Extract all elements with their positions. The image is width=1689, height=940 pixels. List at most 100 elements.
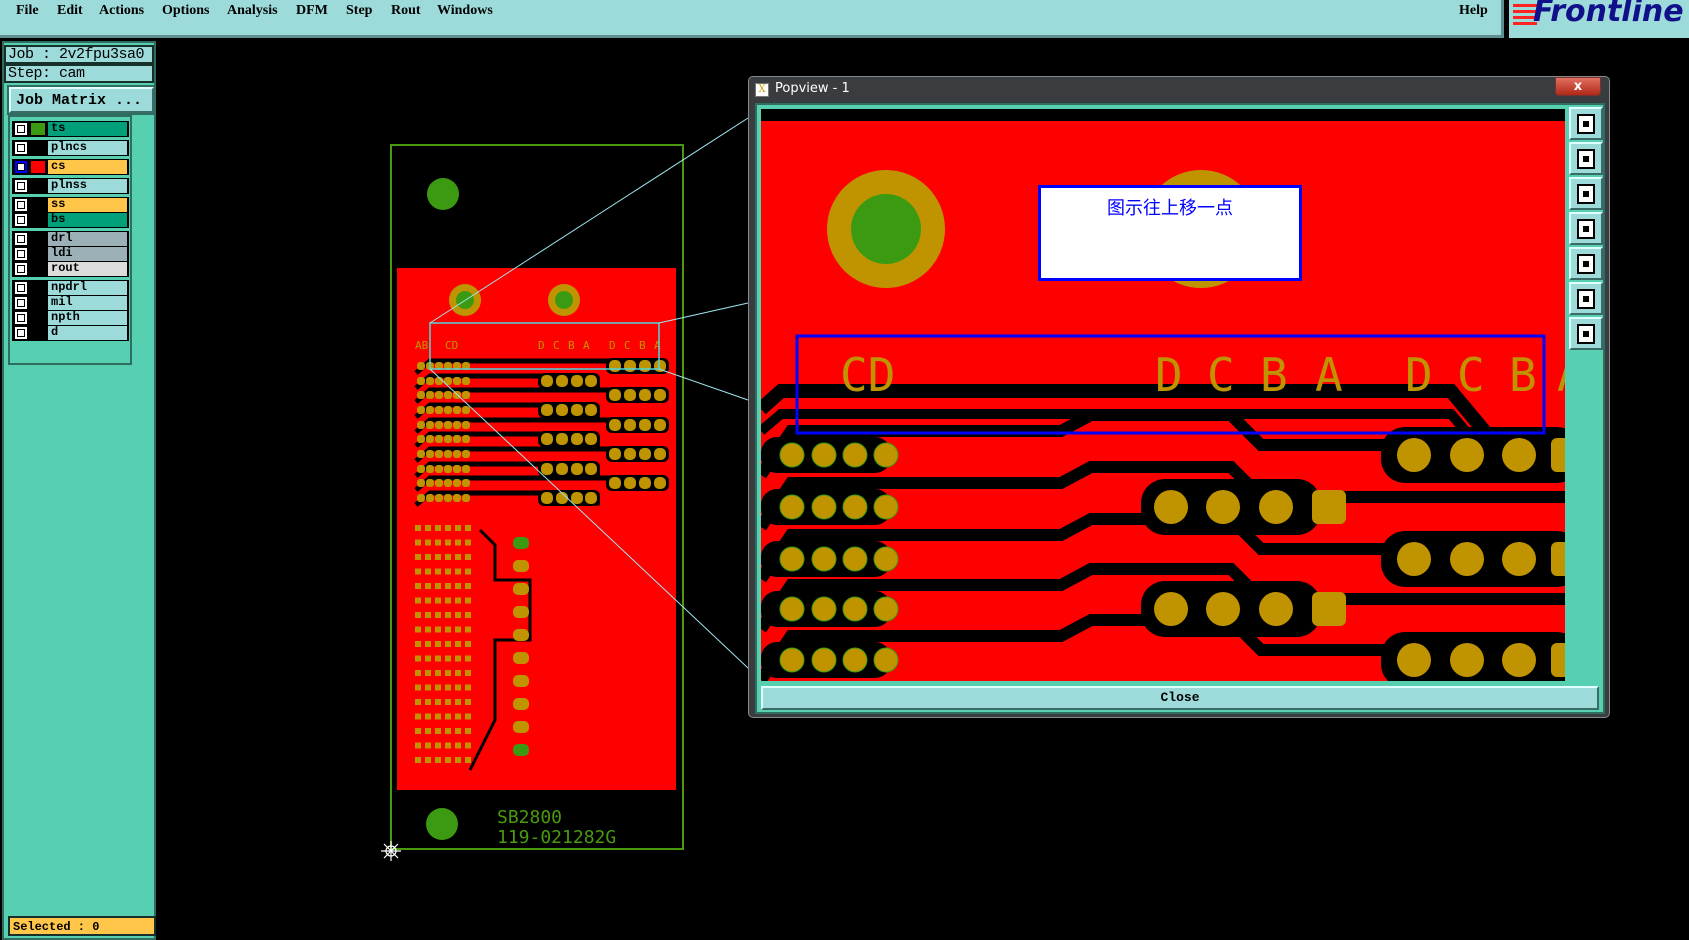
menu-windows[interactable]: Windows xyxy=(437,3,493,18)
pan-left-button[interactable] xyxy=(1569,212,1603,245)
layer-checkbox[interactable] xyxy=(15,161,27,173)
zoom-out-icon xyxy=(1577,288,1595,309)
frontline-logo: Frontline xyxy=(1509,0,1689,38)
zoom-label: CD xyxy=(840,348,895,402)
close-button[interactable]: Close xyxy=(761,686,1599,710)
layer-row-ss[interactable]: ss xyxy=(12,197,129,213)
zoom-out-button[interactable] xyxy=(1569,282,1603,315)
layer-checkbox[interactable] xyxy=(15,312,27,324)
board-label: A xyxy=(583,339,590,352)
layer-row-ldi[interactable]: ldi xyxy=(12,246,129,262)
part-code: 119-021282G xyxy=(497,827,616,848)
menu-options[interactable]: Options xyxy=(162,3,210,18)
layer-row-rout[interactable]: rout xyxy=(12,261,129,277)
fiducial-top xyxy=(427,178,459,210)
pan-right-button[interactable] xyxy=(1569,247,1603,280)
layer-color-swatch xyxy=(31,161,45,173)
menu-help[interactable]: Help xyxy=(1459,3,1488,18)
zoom-fit-button[interactable] xyxy=(1569,317,1603,350)
menu-bar: File Edit Actions Options Analysis DFM S… xyxy=(0,0,1504,38)
layer-name[interactable]: bs xyxy=(48,213,127,227)
pan-right-icon xyxy=(1577,253,1595,274)
layer-row-mil[interactable]: mil xyxy=(12,295,129,311)
board-label: A xyxy=(654,339,661,352)
pan-down-icon xyxy=(1577,183,1595,204)
pan-up-button[interactable] xyxy=(1569,142,1603,175)
logo-text: Frontline xyxy=(1533,0,1684,29)
popview-toolbar xyxy=(1569,107,1603,352)
layer-color-swatch xyxy=(31,282,45,294)
layer-name[interactable]: plncs xyxy=(48,141,127,155)
menu-step[interactable]: Step xyxy=(346,3,373,18)
layer-checkbox[interactable] xyxy=(15,214,27,226)
layer-row-plnss[interactable]: plnss xyxy=(12,178,129,194)
board-label: B xyxy=(639,339,646,352)
layer-row-ts[interactable]: ts xyxy=(12,121,129,137)
layer-color-swatch xyxy=(31,263,45,275)
zoomed-pads xyxy=(779,438,1565,677)
layer-checkbox[interactable] xyxy=(15,263,27,275)
origin-crosshair-icon xyxy=(381,841,401,861)
board-label: D xyxy=(538,339,545,352)
layer-checkbox[interactable] xyxy=(15,282,27,294)
layer-color-swatch xyxy=(31,248,45,260)
pan-down-button[interactable] xyxy=(1569,177,1603,210)
layer-name[interactable]: drl xyxy=(48,232,127,246)
layer-row-cs[interactable]: cs xyxy=(12,159,129,175)
part-number: SB2800 xyxy=(497,807,562,828)
layer-row-drl[interactable]: drl xyxy=(12,231,129,247)
menu-edit[interactable]: Edit xyxy=(57,3,83,18)
zoom-window-button[interactable] xyxy=(1569,107,1603,140)
layer-name[interactable]: cs xyxy=(48,160,127,174)
layer-checkbox[interactable] xyxy=(15,180,27,192)
layer-name[interactable]: npth xyxy=(48,311,127,325)
zoom-label: D xyxy=(1405,348,1433,402)
layer-name[interactable]: npdrl xyxy=(48,281,127,295)
job-name: Job : 2v2fpu3sa0 xyxy=(4,45,154,64)
layer-name[interactable]: rout xyxy=(48,262,127,276)
layer-color-swatch xyxy=(31,214,45,226)
menu-dfm[interactable]: DFM xyxy=(296,3,328,18)
menu-analysis[interactable]: Analysis xyxy=(227,3,278,18)
menu-actions[interactable]: Actions xyxy=(99,3,145,18)
layer-color-swatch xyxy=(31,233,45,245)
board-outline xyxy=(390,144,684,850)
selected-count: Selected : 0 xyxy=(8,916,156,936)
layer-row-npdrl[interactable]: npdrl xyxy=(12,280,129,296)
fiducial-bottom xyxy=(426,808,458,840)
board-label: AB xyxy=(415,339,429,352)
board-label: C xyxy=(553,339,560,352)
menu-rout[interactable]: Rout xyxy=(391,3,421,18)
layer-row-plncs[interactable]: plncs xyxy=(12,140,129,156)
layer-color-swatch xyxy=(31,199,45,211)
layer-name[interactable]: ss xyxy=(48,198,127,212)
layer-color-swatch xyxy=(31,312,45,324)
layer-name[interactable]: d xyxy=(48,326,127,340)
layer-color-swatch xyxy=(31,327,45,339)
layer-name[interactable]: mil xyxy=(48,296,127,310)
step-name: Step: cam xyxy=(4,64,154,83)
popview-body: CD D C B A D C B A 图示往上移一点 Close xyxy=(755,103,1605,714)
layer-checkbox[interactable] xyxy=(15,199,27,211)
layer-row-npth[interactable]: npth xyxy=(12,310,129,326)
layer-name[interactable]: ts xyxy=(48,122,127,136)
layer-checkbox[interactable] xyxy=(15,297,27,309)
menu-file[interactable]: File xyxy=(16,3,39,18)
layer-name[interactable]: plnss xyxy=(48,179,127,193)
zoom-label: C xyxy=(1457,348,1485,402)
annotation-note: 图示往上移一点 xyxy=(1038,185,1302,281)
zoomed-view[interactable]: CD D C B A D C B A 图示往上移一点 xyxy=(761,109,1565,681)
layer-checkbox[interactable] xyxy=(15,123,27,135)
window-close-button[interactable]: x xyxy=(1555,77,1601,96)
layer-name[interactable]: ldi xyxy=(48,247,127,261)
layer-checkbox[interactable] xyxy=(15,327,27,339)
layer-row-bs[interactable]: bs xyxy=(12,212,129,228)
zoom-label: C xyxy=(1207,348,1235,402)
layer-checkbox[interactable] xyxy=(15,248,27,260)
job-matrix-button[interactable]: Job Matrix ... xyxy=(7,85,156,115)
layer-row-d[interactable]: d xyxy=(12,325,129,341)
layer-checkbox[interactable] xyxy=(15,233,27,245)
board-label: CD xyxy=(445,339,458,352)
layer-color-swatch xyxy=(31,180,45,192)
layer-checkbox[interactable] xyxy=(15,142,27,154)
